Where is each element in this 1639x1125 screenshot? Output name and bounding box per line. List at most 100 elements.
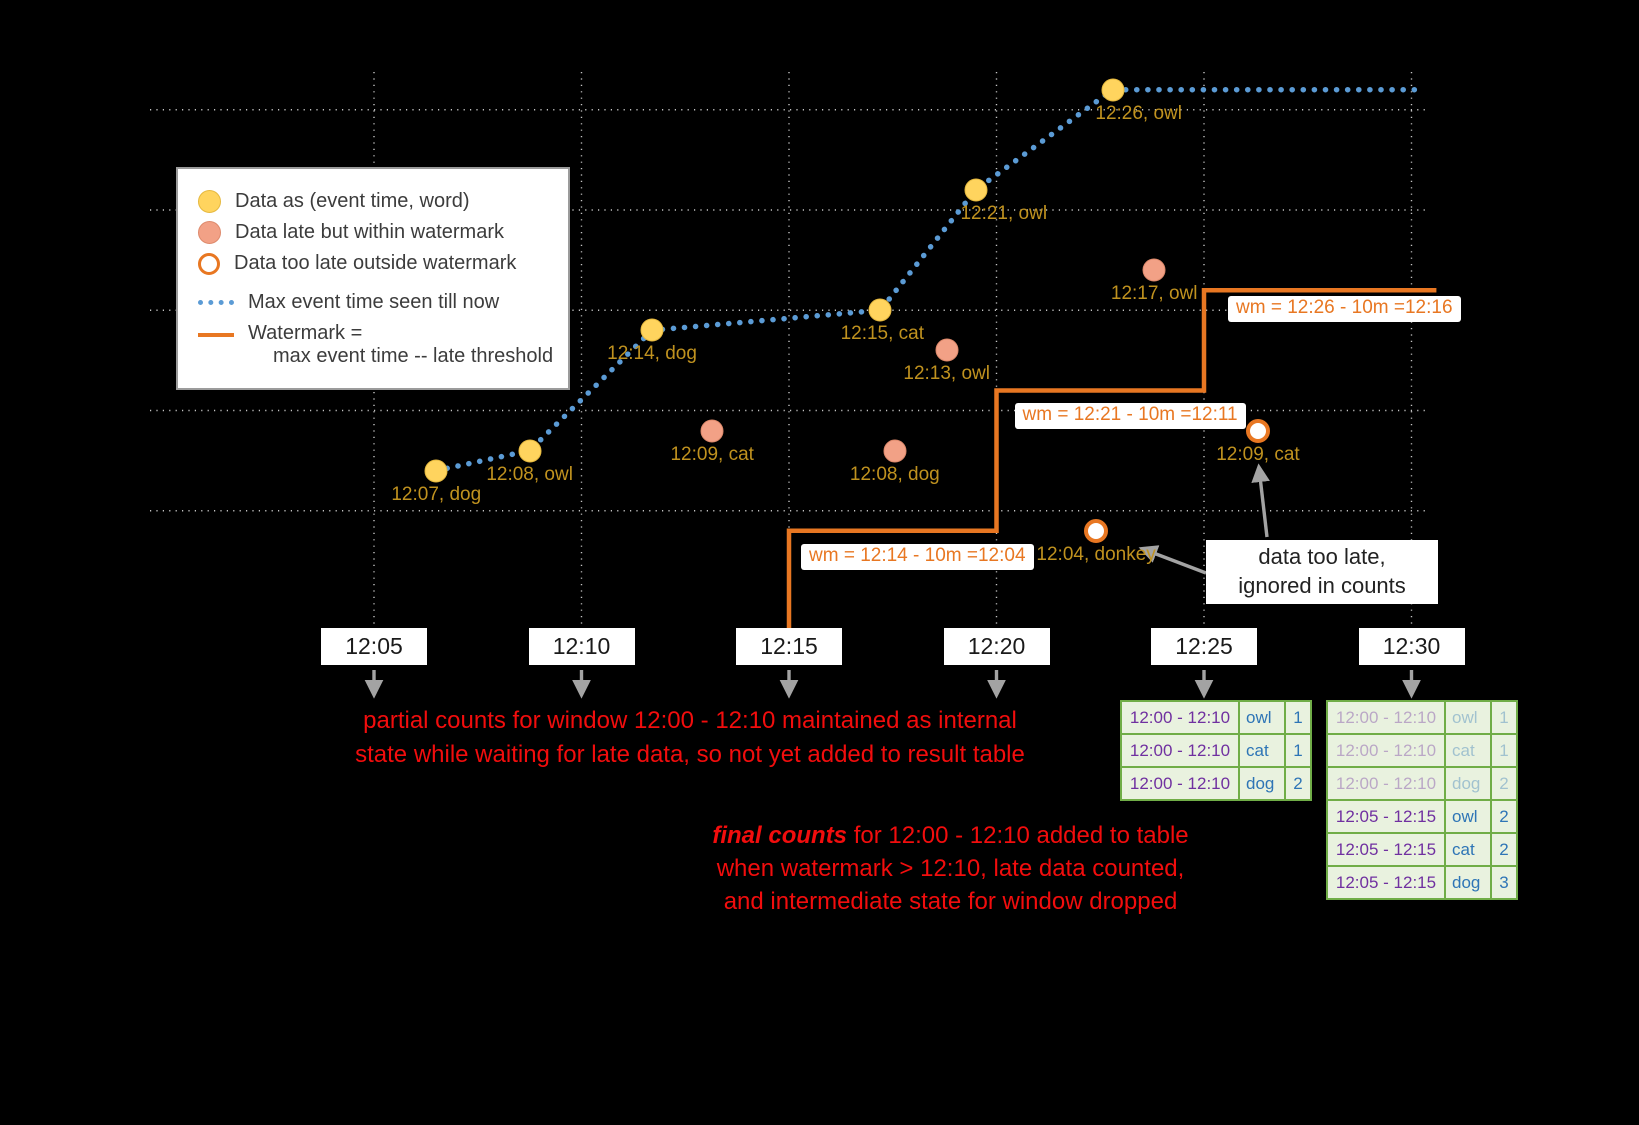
data-point-label: 12:07, dog <box>391 483 482 505</box>
partial-counts-note: partial counts for window 12:00 - 12:10 … <box>330 704 1050 772</box>
data-point-label: 12:09, cat <box>1216 443 1300 465</box>
result-table-cell-cnt: 2 <box>1284 766 1312 801</box>
result-table-cell-word: owl <box>1444 799 1492 834</box>
watermark-line <box>786 287 1437 628</box>
data-point-late <box>883 439 907 463</box>
max-event-time-line-group <box>433 86 1419 474</box>
result-table-cell-cnt: 1 <box>1284 733 1312 768</box>
data-point-label: 12:17, owl <box>1110 283 1198 305</box>
result-table-cell-win: 12:00 - 12:10 <box>1120 700 1240 735</box>
time-axis-label: 12:15 <box>736 628 842 665</box>
result-table-cell-word: owl <box>1444 700 1492 735</box>
result-table-cell-cnt: 2 <box>1490 766 1518 801</box>
watermark-value-label: wm = 12:14 - 10m =12:04 <box>801 543 1034 570</box>
result-table-cell-word: cat <box>1444 733 1492 768</box>
result-table-cell-win: 12:05 - 12:15 <box>1326 799 1446 834</box>
data-point-label: 12:21, owl <box>960 202 1048 224</box>
final-counts-line2: when watermark > 12:10, late data counte… <box>716 855 1185 882</box>
data-point-late <box>700 419 724 443</box>
result-table-cell-cnt: 2 <box>1490 832 1518 867</box>
data-point-label: 12:14, dog <box>607 343 697 365</box>
legend-item-ontime: Data as (event time, word) <box>198 190 560 213</box>
result-table-cell-cnt: 1 <box>1284 700 1312 735</box>
legend: Data as (event time, word) Data late but… <box>176 167 570 390</box>
legend-item-toolate: Data too late outside watermark <box>198 252 560 275</box>
too-late-line1: data too late, <box>1258 544 1386 569</box>
final-counts-line1: final counts for 12:00 - 12:10 added to … <box>698 819 1203 852</box>
legend-label-max-event-line: Max event time seen till now <box>248 291 500 313</box>
data-point-ontime <box>518 439 542 463</box>
data-point-toolate <box>1084 518 1109 543</box>
watermark-value-label: wm = 12:26 - 10m =12:16 <box>1228 296 1461 323</box>
result-table-cell-cnt: 1 <box>1490 700 1518 735</box>
data-point-label: 12:26, owl <box>1095 102 1182 124</box>
result-table-cell-win: 12:05 - 12:15 <box>1326 865 1446 900</box>
data-point-label: 12:15, cat <box>840 323 925 345</box>
result-table-cell-word: dog <box>1444 766 1492 801</box>
legend-item-watermark: Watermark = max event time -- late thres… <box>198 322 560 368</box>
time-axis-label: 12:20 <box>943 628 1050 665</box>
ontime-dot-icon <box>198 190 221 213</box>
data-point-ontime <box>868 298 892 322</box>
data-point-late <box>1142 258 1166 282</box>
time-axis-label: 12:30 <box>1358 628 1465 665</box>
legend-label-toolate: Data too late outside watermark <box>234 252 517 274</box>
partial-counts-line1: partial counts for window 12:00 - 12:10 … <box>363 707 1017 734</box>
data-point-ontime <box>640 318 664 342</box>
late-dot-icon <box>198 221 221 244</box>
result-table-cell-cnt: 3 <box>1490 865 1518 900</box>
result-table-cell-word: cat <box>1444 832 1492 867</box>
data-point-toolate <box>1245 418 1270 443</box>
result-table-cell-win: 12:00 - 12:10 <box>1326 766 1446 801</box>
legend-item-max-event-line: Max event time seen till now <box>198 291 560 314</box>
final-counts-line1-rest: for 12:00 - 12:10 added to table <box>847 822 1189 849</box>
legend-label-ontime: Data as (event time, word) <box>235 190 470 212</box>
data-point-label: 12:08, dog <box>849 463 940 485</box>
final-counts-emphasis: final counts <box>712 822 848 849</box>
result-table-cell-word: dog <box>1444 865 1492 900</box>
dotted-blue-line-icon <box>198 300 234 305</box>
orange-line-icon <box>198 333 234 337</box>
result-table-cell-win: 12:05 - 12:15 <box>1326 832 1446 867</box>
watermark-line-group <box>786 287 1437 628</box>
data-point-label: 12:09, cat <box>670 443 754 465</box>
too-late-note: data too late, ignored in counts <box>1206 540 1438 604</box>
result-table-cell-word: cat <box>1238 733 1286 768</box>
result-table-cell-win: 12:00 - 12:10 <box>1326 733 1446 768</box>
result-table-cell-win: 12:00 - 12:10 <box>1326 700 1446 735</box>
time-axis-label: 12:05 <box>321 628 427 665</box>
legend-watermark-text: Watermark = max event time -- late thres… <box>248 322 553 368</box>
legend-item-late: Data late but within watermark <box>198 221 560 244</box>
max-event-time-line <box>433 86 1419 474</box>
toolate-circle-icon <box>198 252 220 275</box>
too-late-pointer-arrow-icon <box>1138 545 1207 575</box>
data-point-ontime <box>1101 78 1125 102</box>
data-point-late <box>935 338 959 362</box>
data-point-ontime <box>424 459 448 483</box>
partial-counts-line2: state while waiting for late data, so no… <box>355 741 1025 768</box>
arrows-group <box>364 463 1421 699</box>
time-axis-label: 12:25 <box>1151 628 1257 665</box>
too-late-line2: ignored in counts <box>1238 573 1406 598</box>
data-point-ontime <box>964 178 988 202</box>
watermark-value-label: wm = 12:21 - 10m =12:11 <box>1014 403 1246 430</box>
time-axis-label: 12:10 <box>528 628 635 665</box>
result-table-cell-word: owl <box>1238 700 1286 735</box>
result-table-cell-win: 12:00 - 12:10 <box>1120 766 1240 801</box>
legend-label-late: Data late but within watermark <box>235 221 505 243</box>
result-table-cell-cnt: 1 <box>1490 733 1518 768</box>
data-point-label: 12:08, owl <box>486 463 573 485</box>
legend-label-watermark-line2: max event time -- late threshold <box>273 345 554 367</box>
too-late-pointer-arrow-icon <box>1251 463 1270 538</box>
